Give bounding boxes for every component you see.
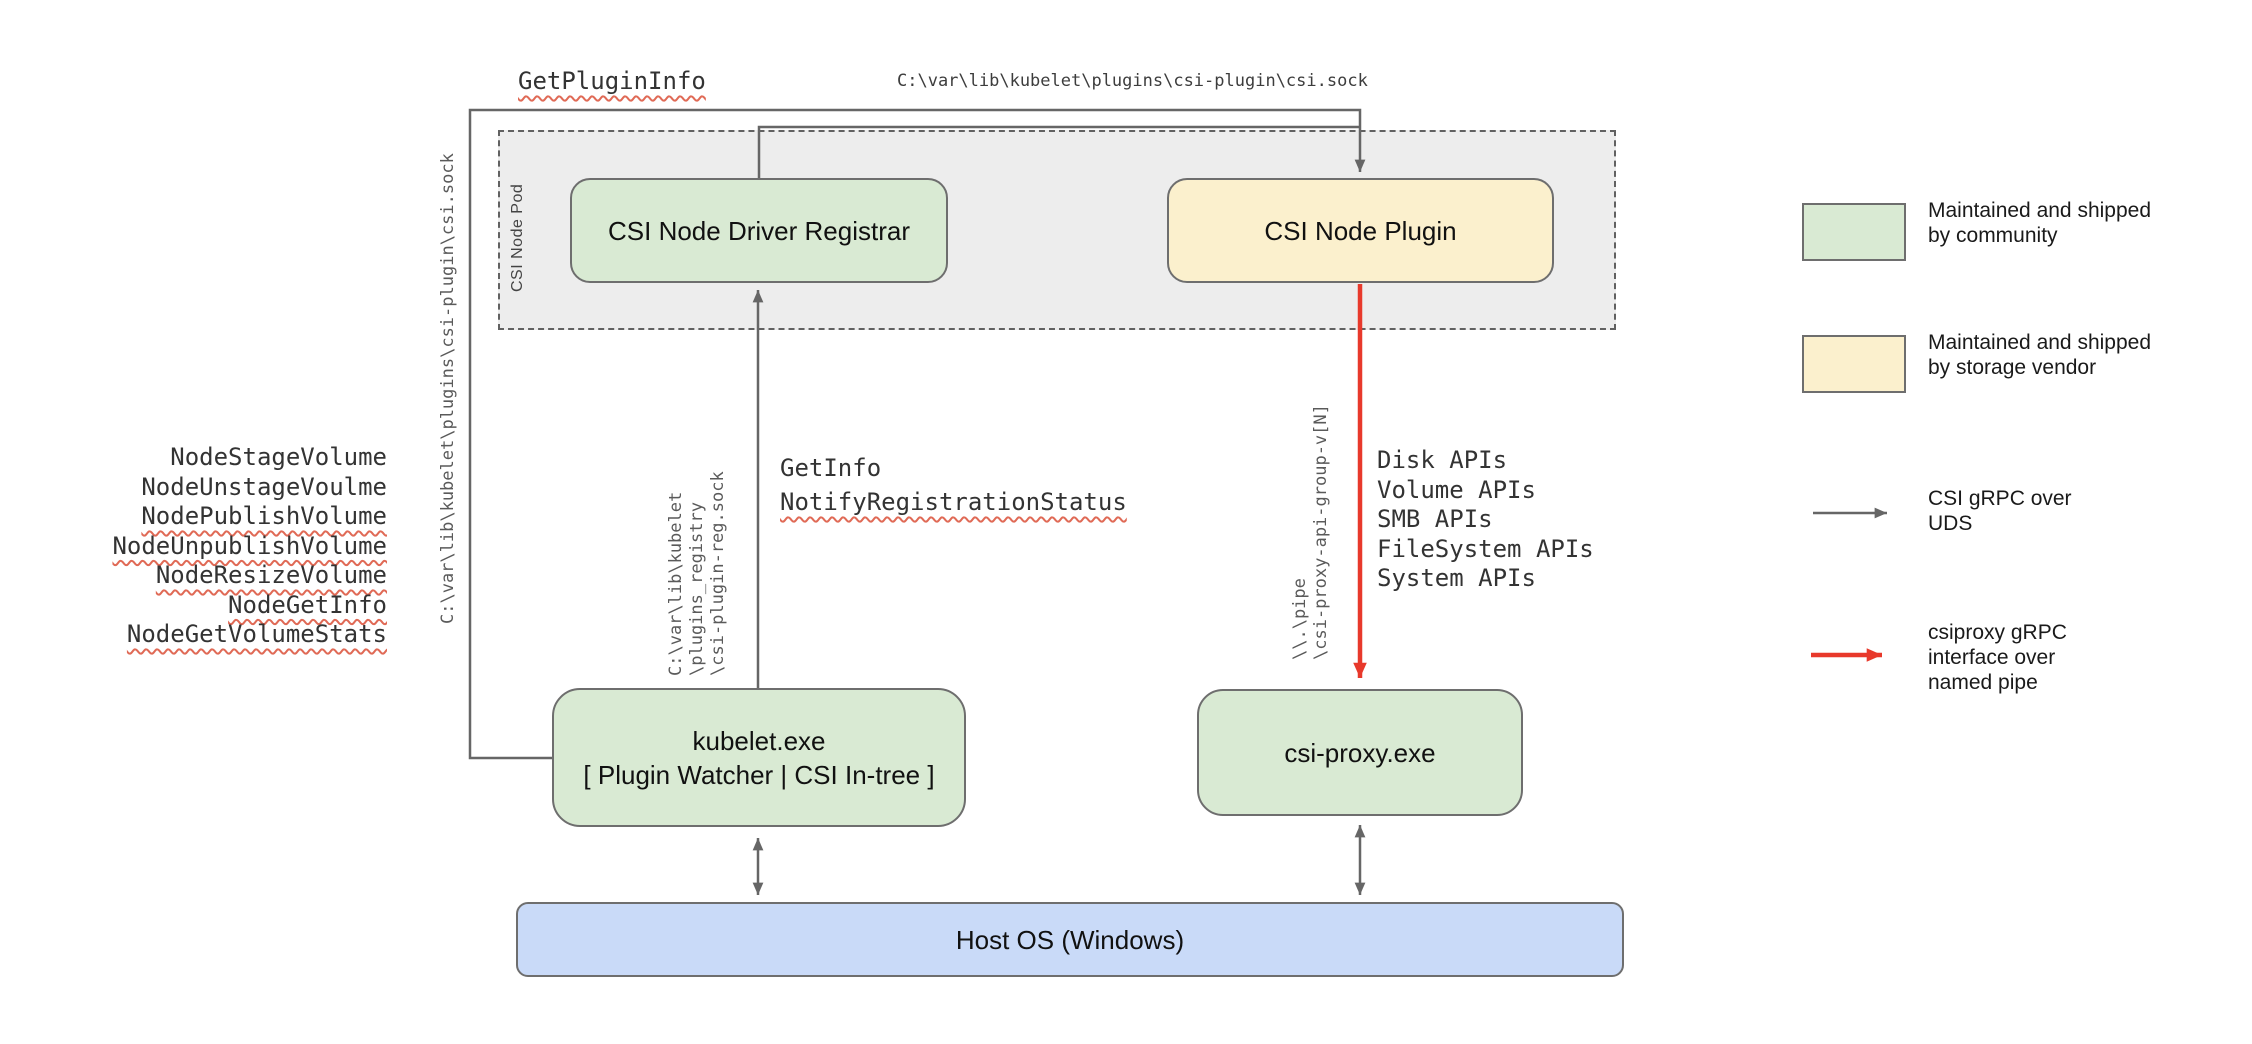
kubelet-label-line2: [ Plugin Watcher | CSI In-tree ] [583,759,935,790]
legend-namedpipe-line2: interface over [1928,646,2056,669]
node-call-item: NodeGetInfo [228,590,387,619]
csi-sock-path-vertical-label: C:\var\lib\kubelet\plugins\csi-plugin\cs… [438,153,458,624]
csi-node-pod-label: CSI Node Pod [509,183,526,292]
node-call-item: NodeStageVolume [170,443,387,471]
legend-namedpipe-text: csiproxy gRPC interface over named pipe [1928,620,2067,695]
registry-sock-path-line: \plugins_registry [687,502,707,676]
node-call-item: NodeResizeVolume [155,561,387,589]
csi-sock-path-top-label: C:\var\lib\kubelet\plugins\csi-plugin\cs… [897,71,1368,91]
edge-kubelet-to-csi-node-plugin [468,108,1366,760]
node-csi-node-driver-registrar: CSI Node Driver Registrar [570,178,948,283]
named-pipe-path-line: \csi-proxy-api-group-v[N] [1311,404,1331,660]
node-csi-proxy: csi-proxy.exe [1197,689,1523,816]
get-info-label: GetInfo [780,454,882,482]
csi-proxy-label: csi-proxy.exe [1284,737,1436,768]
legend-community-swatch-icon [1802,203,1906,261]
node-call-item: NodePublishVolume [141,502,387,530]
node-host-os: Host OS (Windows) [516,902,1624,977]
node-kubelet: kubelet.exe [ Plugin Watcher | CSI In-tr… [552,688,966,827]
host-os-label: Host OS (Windows) [955,924,1185,955]
proxy-api-item: Disk APIs [1377,446,1508,474]
proxy-api-item: SMB APIs [1377,505,1493,533]
notify-registration-status-label: NotifyRegistrationStatus [780,488,1127,516]
legend-community-line2: by community [1928,224,2058,247]
legend-vendor-text: Maintained and shipped by storage vendor [1928,330,2151,380]
legend-vendor-swatch-icon [1802,335,1906,393]
legend-community-line1: Maintained and shipped [1928,199,2152,222]
legend-uds-text: CSI gRPC over UDS [1928,486,2072,536]
legend-uds-line1: CSI gRPC over [1928,487,2072,510]
proxy-apis-list: Disk APIs Volume APIs SMB APIs FileSyste… [1377,446,1594,594]
kubelet-label-line1: kubelet.exe [692,725,826,756]
legend-namedpipe-line3: named pipe [1928,671,2038,694]
proxy-api-item: Volume APIs [1377,475,1536,504]
node-csi-node-plugin: CSI Node Plugin [1167,178,1554,283]
proxy-api-item: FileSystem APIs [1377,534,1594,563]
registry-sock-path-line: \csi-plugin-reg.sock [708,471,728,676]
get-plugin-info-label: GetPluginInfo [518,67,706,95]
legend-namedpipe-line1: csiproxy gRPC [1928,621,2067,644]
registry-sock-path-label: C:\var\lib\kubelet \plugins_registry \cs… [666,471,729,676]
proxy-api-item: System APIs [1377,564,1536,592]
legend-vendor-line1: Maintained and shipped [1928,331,2152,354]
named-pipe-path-line: \\.\pipe [1290,578,1310,660]
kubelet-label: kubelet.exe [ Plugin Watcher | CSI In-tr… [583,724,934,792]
node-calls-list: NodeStageVolume NodeUnstageVoulme NodePu… [85,443,387,650]
registry-sock-path-line: C:\var\lib\kubelet [666,491,686,676]
legend-vendor-line2: by storage vendor [1928,356,2097,379]
registrar-label: CSI Node Driver Registrar [608,215,910,246]
registration-calls-label: GetInfo NotifyRegistrationStatus [780,451,1127,519]
legend-uds-line2: UDS [1928,512,1973,535]
legend-community-text: Maintained and shipped by community [1928,198,2151,248]
node-call-item: NodeUnstageVoulme [141,472,387,501]
named-pipe-path-label: \\.\pipe \csi-proxy-api-group-v[N] [1290,404,1332,660]
edge-registrar-to-csi-node-plugin [757,125,1360,178]
plugin-label: CSI Node Plugin [1264,215,1457,246]
node-call-item: NodeGetVolumeStats [126,620,387,648]
node-call-item: NodeUnpublishVolume [112,531,387,560]
